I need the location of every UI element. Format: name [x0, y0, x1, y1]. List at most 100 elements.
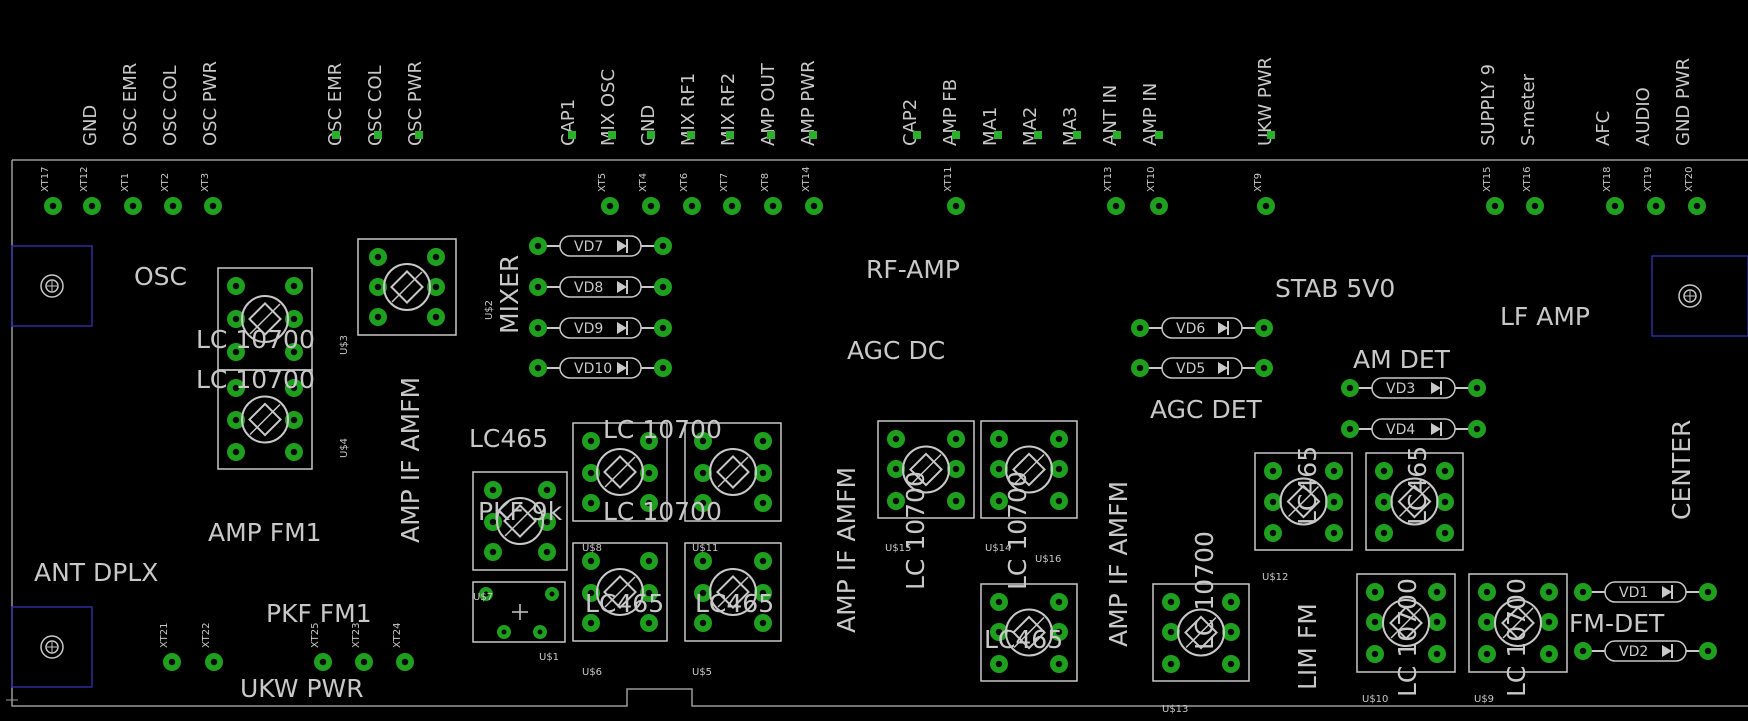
connector-label: XT15	[1482, 166, 1493, 192]
box-pad	[479, 587, 493, 601]
diode-label: VD7	[574, 239, 603, 255]
section-label: LC465	[469, 424, 548, 453]
coil-pad	[1162, 623, 1180, 641]
coil-component	[217, 369, 313, 470]
section-label: AMP IF AMFM	[832, 467, 861, 633]
coil-pad	[227, 379, 245, 397]
section-label: LC465	[984, 625, 1063, 654]
section-label: CENTER	[1667, 420, 1696, 520]
connector-label: XT16	[1522, 166, 1533, 192]
coil-pad	[1478, 645, 1496, 663]
top-signal-label: ANT IN	[1100, 85, 1121, 146]
top-signal-label: OSC EMR	[325, 63, 346, 146]
diode-pad	[1341, 379, 1359, 397]
coil-pad	[754, 552, 772, 570]
top-signal-label: MIX OSC	[598, 69, 619, 146]
part-ref-label: U$4	[339, 438, 350, 458]
top-signal-label: OSC COL	[160, 65, 181, 146]
coil-component	[1152, 583, 1250, 682]
top-signal-label: AFC	[1593, 111, 1614, 146]
connector-label: XT17	[40, 166, 51, 192]
coil-pad	[754, 464, 772, 482]
top-signal-label: MA3	[1060, 107, 1081, 146]
mount-box-left-bottom	[11, 606, 93, 688]
diode-pad	[1699, 642, 1717, 660]
mounting-hole	[40, 274, 64, 298]
coil-pad	[694, 614, 712, 632]
part-ref-label: U$2	[484, 300, 495, 320]
coil-pad	[1050, 492, 1068, 510]
connector-pad	[601, 197, 619, 215]
section-label: PKF FM1	[266, 599, 372, 628]
signal-pad	[415, 131, 423, 139]
signal-pad	[1113, 131, 1121, 139]
diode-pad	[654, 278, 672, 296]
section-label: LC465	[695, 589, 774, 618]
diode	[529, 357, 672, 379]
section-label: FM-DET	[1569, 609, 1665, 638]
connector-pad	[1257, 197, 1275, 215]
coil-pad	[1428, 583, 1446, 601]
connector-label: XT18	[1602, 166, 1613, 192]
section-label: AMP FM1	[208, 518, 322, 547]
connector-pad	[163, 653, 181, 671]
section-label: LC 10700	[1502, 578, 1531, 697]
part-ref-label: U$16	[1035, 554, 1061, 565]
section-label: AM DET	[1353, 345, 1451, 374]
coil-pad	[1050, 593, 1068, 611]
coil-pad	[582, 614, 600, 632]
coil-pad	[285, 277, 303, 295]
connector-pad	[164, 197, 182, 215]
top-signal-label: GND	[80, 105, 101, 146]
coil-pad	[484, 543, 502, 561]
coil-pad	[640, 552, 658, 570]
section-label: OSC	[134, 262, 187, 291]
coil-component	[877, 420, 975, 519]
coil-pad	[640, 494, 658, 512]
connector-pad	[1606, 197, 1624, 215]
diode	[1574, 581, 1717, 603]
section-label: LC465	[585, 589, 664, 618]
connector-pad	[1688, 197, 1706, 215]
section-label: LC 10700	[196, 365, 315, 394]
coil-pad	[1050, 655, 1068, 673]
part-ref-label: U$11	[692, 543, 718, 554]
diode-pad	[1574, 642, 1592, 660]
connector-pad	[355, 653, 373, 671]
top-signal-label: GND	[638, 105, 659, 146]
box-pad	[545, 587, 559, 601]
part-ref-label: U$9	[1474, 694, 1494, 705]
connector-label: XT22	[201, 622, 212, 648]
diode-pad	[529, 319, 547, 337]
diode-label: VD3	[1386, 381, 1415, 397]
component-box	[472, 581, 566, 643]
diode-label: VD6	[1176, 321, 1205, 337]
coil-pad	[1478, 583, 1496, 601]
coil-pad	[582, 464, 600, 482]
part-ref-label: U$6	[582, 667, 602, 678]
section-label: UKW PWR	[240, 674, 364, 703]
coil-pad	[1050, 430, 1068, 448]
connector-pad	[764, 197, 782, 215]
part-ref-label: U$8	[582, 543, 602, 554]
coil-pad	[990, 460, 1008, 478]
box-pad	[497, 625, 511, 639]
section-label: AMP IF AMFM	[1104, 481, 1133, 647]
top-signal-label: SUPPLY 9	[1478, 64, 1499, 146]
coil-pad	[1436, 493, 1454, 511]
diode	[1341, 377, 1486, 399]
connector-label: XT10	[1146, 166, 1157, 192]
coil-component	[684, 542, 782, 642]
diode-label: VD5	[1176, 361, 1205, 377]
connector-pad	[805, 197, 823, 215]
part-ref-label: U$1	[539, 652, 559, 663]
connector-pad	[1150, 197, 1168, 215]
coil-pad	[1436, 462, 1454, 480]
coil-pad	[227, 277, 245, 295]
top-signal-label: OSC PWR	[200, 61, 221, 146]
connector-label: XT12	[79, 166, 90, 192]
section-label: ANT DPLX	[34, 558, 158, 587]
coil-pad	[285, 443, 303, 461]
coil-pad	[227, 411, 245, 429]
coil-pad	[887, 492, 905, 510]
